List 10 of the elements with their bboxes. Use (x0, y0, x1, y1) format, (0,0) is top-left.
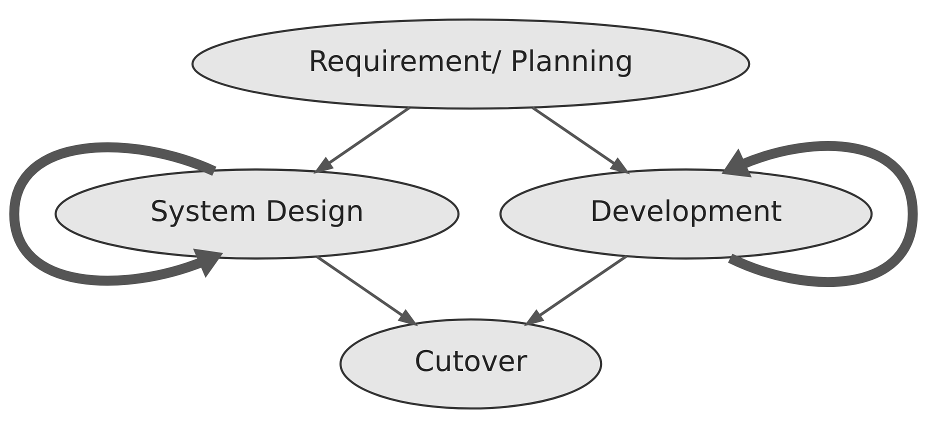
node-ellipse: Cutover (339, 318, 602, 410)
arrow (722, 141, 918, 287)
arrow (532, 106, 630, 174)
arrow (524, 254, 628, 326)
node-ellipse: System Design (54, 168, 460, 260)
arrow (9, 142, 224, 286)
arrow (313, 106, 410, 174)
node-ellipse: Requirement/ Planning (191, 18, 750, 110)
arrow (316, 255, 418, 326)
node-ellipse: Development (499, 168, 873, 260)
